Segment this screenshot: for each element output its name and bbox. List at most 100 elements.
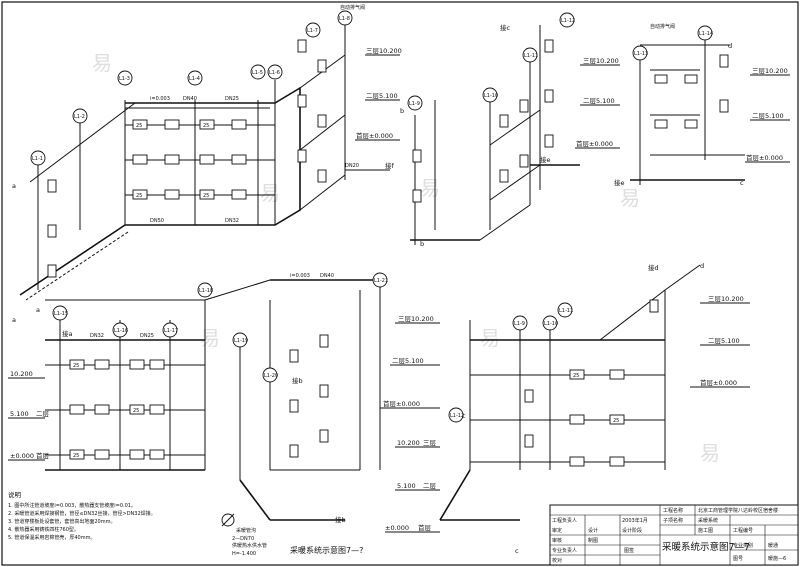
riser-tag: L1-12 xyxy=(448,407,464,423)
watermark: 易 xyxy=(200,326,220,350)
riser-tag: L1-3 xyxy=(117,70,133,86)
connection-label: d xyxy=(700,262,704,270)
level-label-third: 三层10.200 xyxy=(366,47,402,55)
riser-tag: L1-17 xyxy=(162,322,178,338)
role-label: 工程负责人 xyxy=(552,517,577,524)
riser-tag: L1-21 xyxy=(372,272,388,288)
level-label-first: 首层±0.000 xyxy=(356,131,393,140)
pipe-size-label: i=0.003 xyxy=(150,96,170,102)
pipe-size-label: DN50 xyxy=(150,218,164,224)
riser-tag: L1-9 xyxy=(512,315,528,331)
role-label: 专业负责人 xyxy=(552,547,577,554)
role-label: 制图 xyxy=(588,537,598,544)
level-label: 10.200 xyxy=(397,439,420,447)
riser-tag: L1-7 xyxy=(305,22,321,38)
level-label: 三层 xyxy=(423,439,437,447)
connection-label: c xyxy=(740,179,744,187)
level-label: 二层 xyxy=(36,410,50,418)
level-label-third: 三层10.200 xyxy=(752,67,788,75)
svg-text:L1-10: L1-10 xyxy=(484,93,498,99)
svg-text:L1-6: L1-6 xyxy=(269,70,280,76)
svg-text:L1-18: L1-18 xyxy=(199,288,213,294)
connection-label: 接a xyxy=(62,329,73,338)
subitem-value: 采暖系统 xyxy=(698,517,718,524)
svg-text:L1-3: L1-3 xyxy=(119,76,130,82)
riser-tag: L1-19 xyxy=(232,332,248,348)
level-label: 10.200 xyxy=(10,370,33,378)
notes-line: 4. 散热器采用铸铁四柱760型。 xyxy=(8,526,79,533)
pipe-size-label: i=0.003 xyxy=(290,273,310,279)
svg-text:L1-12: L1-12 xyxy=(450,413,464,419)
project-no-label: 工程编号 xyxy=(733,527,753,534)
notes-line: 1. 图中所注管道坡度i=0.003，散热器支管坡度i=0.01。 xyxy=(8,502,136,509)
role-label: 设计 xyxy=(588,527,598,534)
role-label: 校对 xyxy=(552,557,562,564)
riser-tag: L1-11 xyxy=(522,47,538,63)
svg-text:L1-11: L1-11 xyxy=(524,53,538,59)
svg-text:L1-7: L1-7 xyxy=(307,28,318,34)
level-label: 5.100 xyxy=(397,482,416,490)
radiator-count: 25 xyxy=(203,123,209,129)
watermark: 易 xyxy=(92,51,112,75)
level-label-first: 首层±0.000 xyxy=(383,399,420,408)
svg-text:L1-2: L1-2 xyxy=(74,114,85,120)
svg-text:L1-21: L1-21 xyxy=(374,278,388,284)
radiator-count: 25 xyxy=(613,418,619,424)
svg-text:L1-13: L1-13 xyxy=(634,51,648,57)
radiator-count: 25 xyxy=(133,408,139,414)
radiator-count: 25 xyxy=(73,363,79,369)
connection-label: a xyxy=(12,182,16,190)
notes-line: 2. 采暖管道采用焊接钢管，管径≤DN32丝接，管径>DN32焊接。 xyxy=(8,510,156,517)
watermark: 易 xyxy=(480,326,500,350)
riser-tag: L1-12 xyxy=(559,12,575,28)
level-label: 首层 xyxy=(36,451,50,460)
watermark: 易 xyxy=(700,441,720,465)
riser-tag: L1-10 xyxy=(542,315,558,331)
connection-label: c xyxy=(515,547,519,555)
system-bottom-left: 25 25 25 i=0.003 DN40 DN32 DN25 L1-15 L1… xyxy=(8,272,440,557)
riser-tag: L1-2 xyxy=(72,108,88,124)
notes-block: 说明 1. 图中所注管道坡度i=0.003，散热器支管坡度i=0.01。 2. … xyxy=(8,490,156,541)
svg-text:L1-9: L1-9 xyxy=(409,101,420,107)
svg-text:L1-1: L1-1 xyxy=(32,156,43,162)
riser-tag: L1-20 xyxy=(262,367,278,383)
design-stage-label: 设计阶段 xyxy=(622,527,642,534)
pipe-size-label: DN32 xyxy=(225,218,239,224)
pipe-size-label: DN32 xyxy=(90,333,104,339)
level-label-second: 二层5.100 xyxy=(366,92,398,100)
riser-tag: L1-9 xyxy=(407,95,423,111)
system-bottom-right: 25 25 L1-9 L1-10 L1-11 L1-12 接d d c c 三层… xyxy=(439,262,750,555)
level-label-second: 二层5.100 xyxy=(708,337,740,345)
riser-tag: L1-5 xyxy=(250,64,266,80)
watermark: 易 xyxy=(620,186,640,210)
drawing-title: 采暖系统示意图7—7 xyxy=(662,541,750,553)
level-label-third: 三层10.200 xyxy=(708,295,744,303)
pipe-size-label: DN25 xyxy=(140,333,154,339)
notes-line: 3. 管道穿楼板处设套管，套管高出地面20mm。 xyxy=(8,518,115,525)
riser-tag: L1-16 xyxy=(112,322,128,338)
stamp-label: 图签 xyxy=(624,547,634,554)
discipline-value: 暖通 xyxy=(768,542,778,549)
svg-text:L1-15: L1-15 xyxy=(54,311,68,317)
watermark-layer: 易 易 易 易 易 易 易 xyxy=(92,51,720,465)
pipe-size-label: DN40 xyxy=(320,273,334,279)
level-label-third: 三层10.200 xyxy=(398,315,434,323)
radiator-count: 25 xyxy=(136,193,142,199)
riser-tag: L1-10 xyxy=(482,87,498,103)
system-top-middle: L1-9 L1-10 L1-11 L1-12 b b 接c 接e 三层10.20… xyxy=(400,12,620,248)
riser-tag: L1-13 xyxy=(632,45,648,61)
riser-tag: L1-15 xyxy=(52,305,68,321)
svg-text:L1-17: L1-17 xyxy=(164,328,178,334)
connection-label: 接b xyxy=(335,515,346,524)
level-label-third: 三层10.200 xyxy=(583,57,619,65)
svg-text:L1-16: L1-16 xyxy=(114,328,128,334)
supply-main-label: 2—DN70 xyxy=(232,536,254,542)
pipe-size-label: DN25 xyxy=(225,96,239,102)
connection-label: 接c xyxy=(500,23,511,32)
diagram-title: 采暖系统示意图7—? xyxy=(290,545,363,555)
connection-label: 接f xyxy=(385,161,395,170)
connection-label: 接b xyxy=(292,376,303,385)
radiator-count: 25 xyxy=(573,373,579,379)
